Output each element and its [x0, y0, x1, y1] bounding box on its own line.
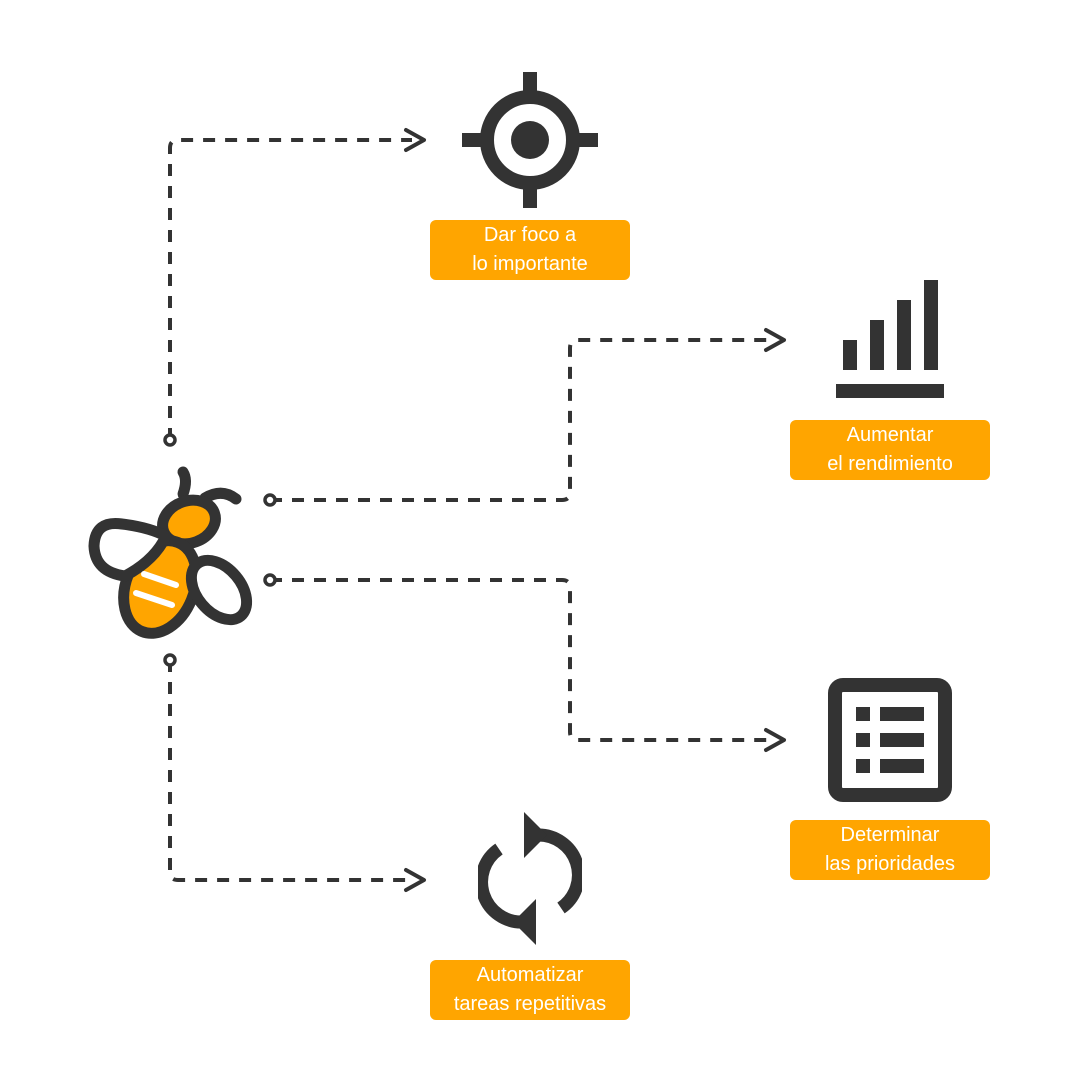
- refresh-icon: [478, 812, 582, 945]
- label-determinar-prioridades: Determinar las prioridades: [790, 820, 990, 880]
- list-icon: [828, 678, 952, 802]
- connector-origin-dot: [263, 573, 277, 587]
- label-line: el rendimiento: [827, 453, 953, 475]
- arrowhead-automate: [404, 868, 426, 892]
- label-line: Dar foco a: [483, 224, 577, 246]
- arrowhead-focus: [404, 128, 426, 152]
- label-line: Automatizar: [476, 964, 584, 986]
- connector-performance: [270, 338, 772, 502]
- label-line: las prioridades: [824, 853, 956, 875]
- label-automatizar-tareas: Automatizar tareas repetitivas: [430, 960, 630, 1020]
- bee-logo-icon: [88, 466, 253, 639]
- label-aumentar-rendimiento: Aumentar el rendimiento: [790, 420, 990, 480]
- connector-focus: [168, 138, 412, 440]
- connector-origin-dot: [163, 653, 177, 667]
- connector-origin-dot: [263, 493, 277, 507]
- label-line: Determinar: [840, 824, 940, 846]
- label-line: tareas repetitivas: [453, 993, 607, 1015]
- connector-automate: [168, 660, 412, 882]
- label-line: lo importante: [472, 253, 588, 275]
- bar-chart-icon: [836, 280, 944, 398]
- arrowhead-performance: [764, 328, 786, 352]
- arrowhead-priorities: [764, 728, 786, 752]
- connector-priorities: [270, 578, 772, 742]
- label-line: Aumentar: [846, 424, 934, 446]
- label-dar-foco: Dar foco a lo importante: [430, 220, 630, 280]
- connector-origin-dot: [163, 433, 177, 447]
- target-icon: [462, 72, 598, 208]
